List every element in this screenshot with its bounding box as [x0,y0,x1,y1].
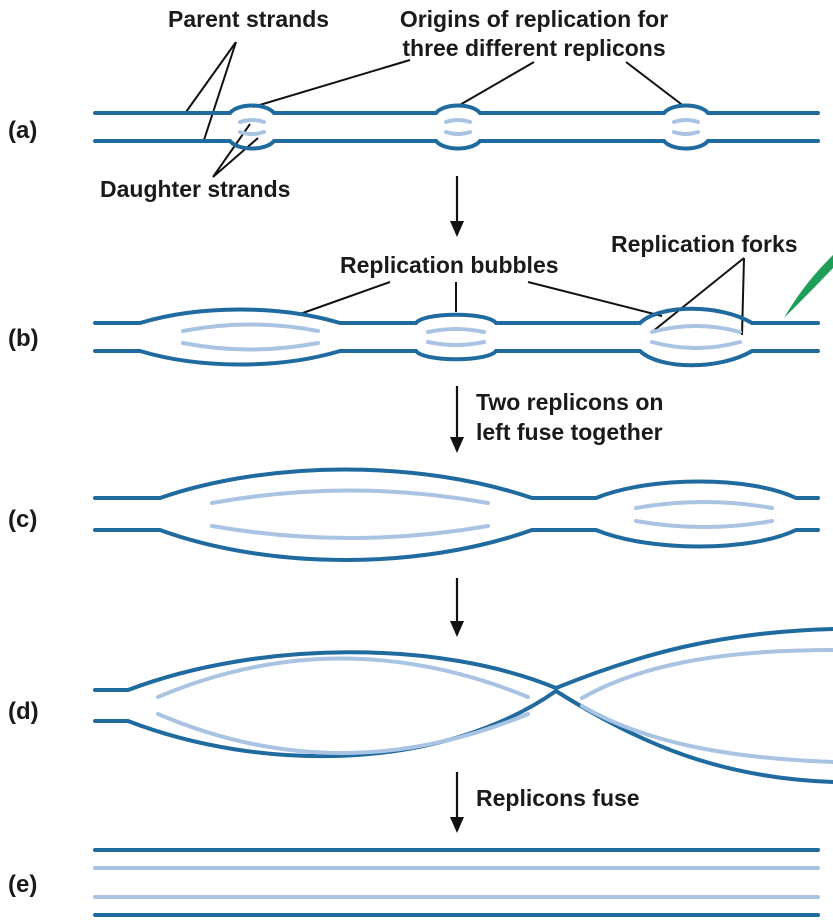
label-origins-line1: Origins of replication for [400,6,668,32]
daughter-strand [181,322,320,333]
arrow-b-to-c [450,386,464,453]
parent-strand [93,528,820,562]
label-two-replicons-line2: left fuse together [476,419,663,445]
leader-bubble-right [527,281,663,317]
leader-fork-left [651,257,745,333]
daughter-strand [238,130,266,136]
leader-origin-2 [457,61,535,107]
arrow-a-to-b [450,176,464,237]
daughter-strand [238,118,266,124]
daughter-strand [672,118,700,124]
panel-b-dna [93,306,820,368]
parent-strand [93,306,820,325]
daughter-strand [672,130,700,136]
leader-origin-3 [625,61,686,108]
label-two-replicons-line1: Two replicons on [476,389,663,415]
leader-fork-right [741,257,745,336]
leader-lines [185,41,745,336]
panel-label-a: (a) [8,117,37,144]
daughter-strand [444,118,472,124]
panel-label-d: (d) [8,698,39,725]
panel-label-e: (e) [8,871,37,898]
parent-strand [93,349,820,368]
daughter-strand [650,324,742,334]
daughter-strand [634,500,774,510]
daughter-strand [580,704,833,764]
daughter-strand [210,524,490,540]
panel-label-b: (b) [8,325,39,352]
leader-bubble-left [299,281,391,315]
panel-d-dna [93,627,833,784]
leader-daughter-2 [212,137,259,178]
daughter-strand [426,340,486,347]
daughter-strand [156,712,530,755]
parent-strand [93,627,833,692]
daughter-strand [181,341,320,352]
daughter-strand [650,340,742,350]
parent-strand [93,139,820,151]
panel-a-dna [93,103,820,151]
parent-strand [93,103,820,115]
leader-parent-top [185,41,237,113]
leader-origin-1 [252,59,411,108]
daughter-strand [634,519,774,529]
label-replication-bubbles: Replication bubbles [340,252,559,278]
daughter-strand [426,327,486,334]
panel-label-c: (c) [8,506,37,533]
parent-strand [93,688,833,784]
fork-pointer-icon [784,255,833,318]
panel-c-dna [93,467,820,562]
label-parent-strands: Parent strands [168,6,329,32]
label-daughter-strands: Daughter strands [100,176,290,202]
label-replication-forks: Replication forks [611,231,798,257]
arrow-d-to-e [450,772,464,833]
arrow-c-to-d [450,578,464,637]
label-replicons-fuse: Replicons fuse [476,785,640,811]
parent-strand [93,467,820,500]
daughter-strand [156,656,530,699]
panel-e-dna [93,848,820,917]
leader-parent-bottom [203,41,237,141]
label-origins-line2: three different replicons [402,35,665,61]
daughter-strand [580,648,833,700]
daughter-strand [210,488,490,505]
daughter-strand [444,130,472,136]
